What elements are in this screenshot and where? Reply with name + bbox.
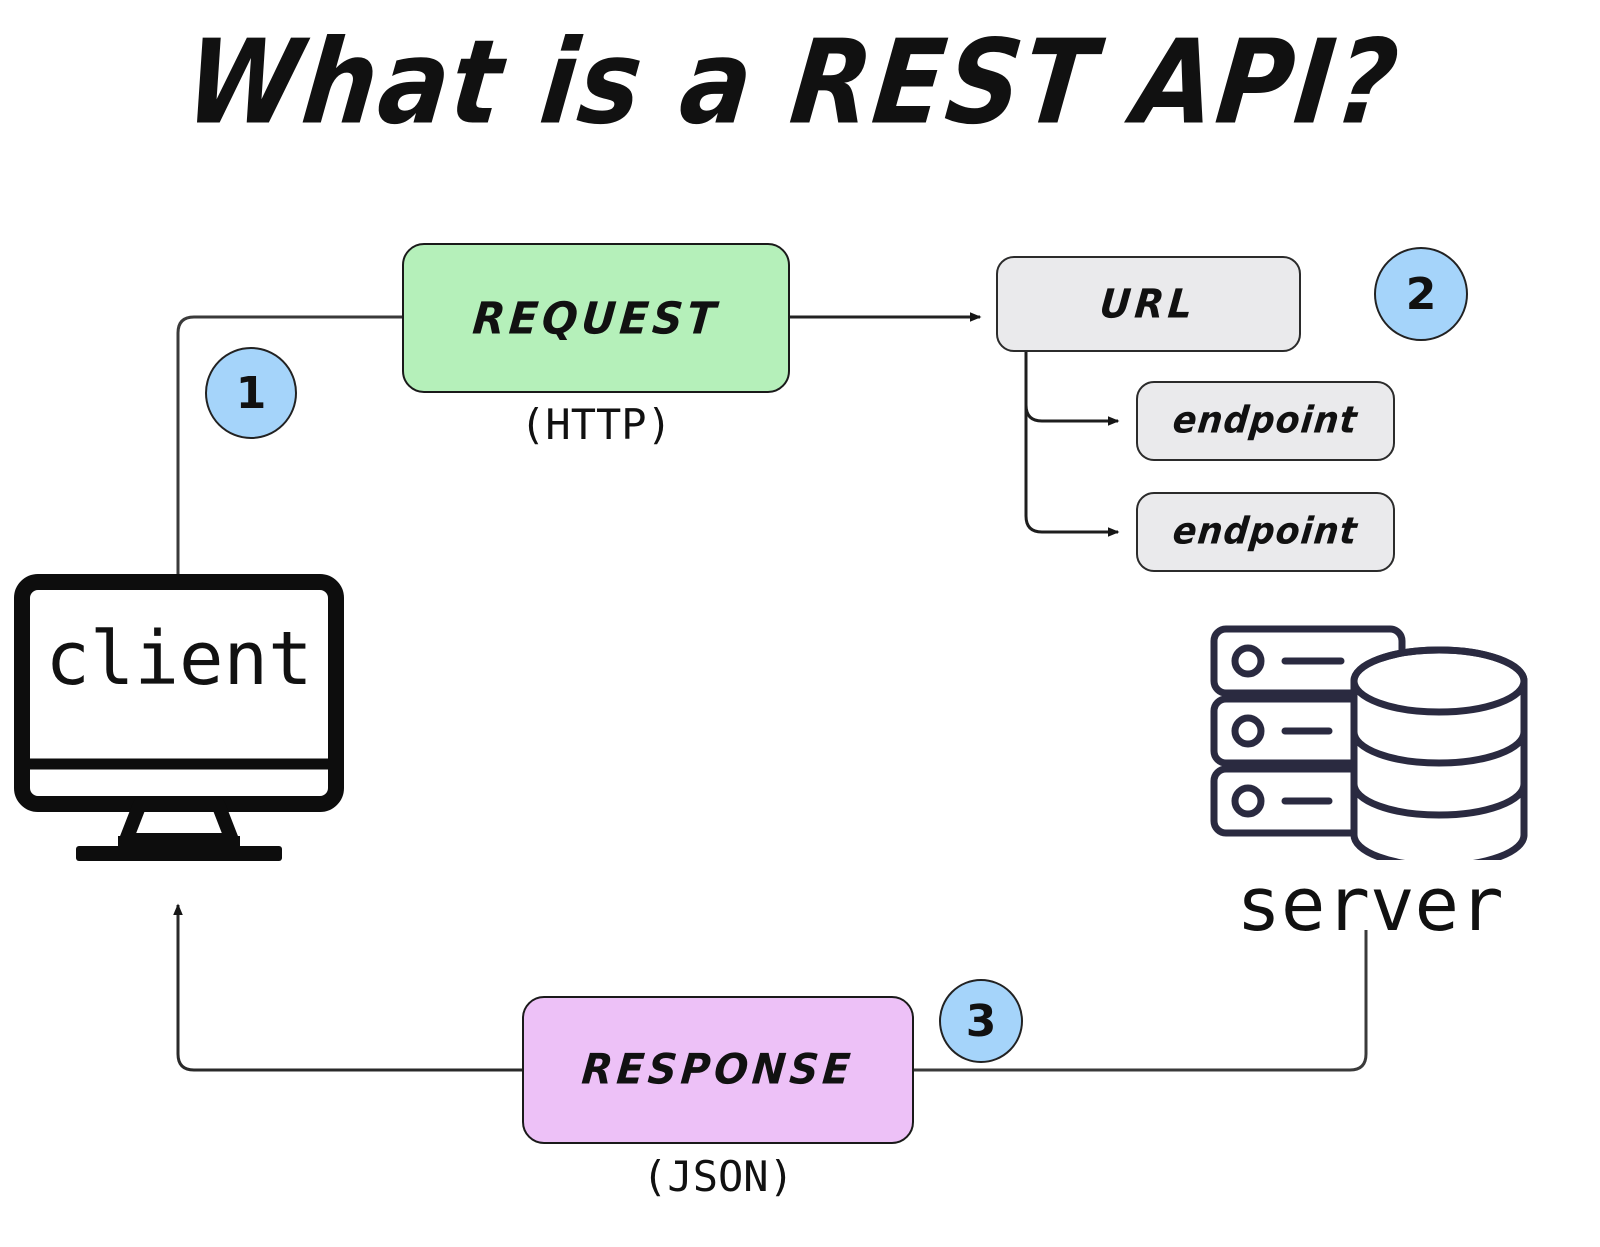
step-badge-3: 3 [939, 979, 1023, 1063]
endpoint-label-1: endpoint [1171, 399, 1360, 443]
client-label: client [45, 616, 313, 702]
response-label: RESPONSE [579, 1045, 857, 1095]
url-node[interactable]: URL [996, 256, 1301, 352]
endpoint-label-2: endpoint [1171, 510, 1360, 554]
step-badge-1: 1 [205, 347, 297, 439]
request-node[interactable]: REQUEST [402, 243, 790, 393]
wire-response-to-client [173, 903, 522, 1072]
response-node[interactable]: RESPONSE [522, 996, 914, 1144]
endpoint-node-1[interactable]: endpoint [1136, 381, 1395, 461]
server-database-icon [1210, 625, 1528, 860]
url-label: URL [1098, 280, 1199, 328]
response-caption: (JSON) [642, 1152, 794, 1201]
server-label: server [1236, 862, 1504, 948]
step-badge-2: 2 [1374, 247, 1468, 341]
wire-url-to-endpoint-2 [1024, 352, 1120, 537]
request-label: REQUEST [470, 292, 722, 344]
wire-url-to-endpoint-1 [1024, 352, 1120, 426]
endpoint-node-2[interactable]: endpoint [1136, 492, 1395, 572]
monitor-icon [14, 574, 344, 861]
request-caption: (HTTP) [520, 400, 672, 449]
page-title: What is a REST API? [179, 14, 1406, 151]
